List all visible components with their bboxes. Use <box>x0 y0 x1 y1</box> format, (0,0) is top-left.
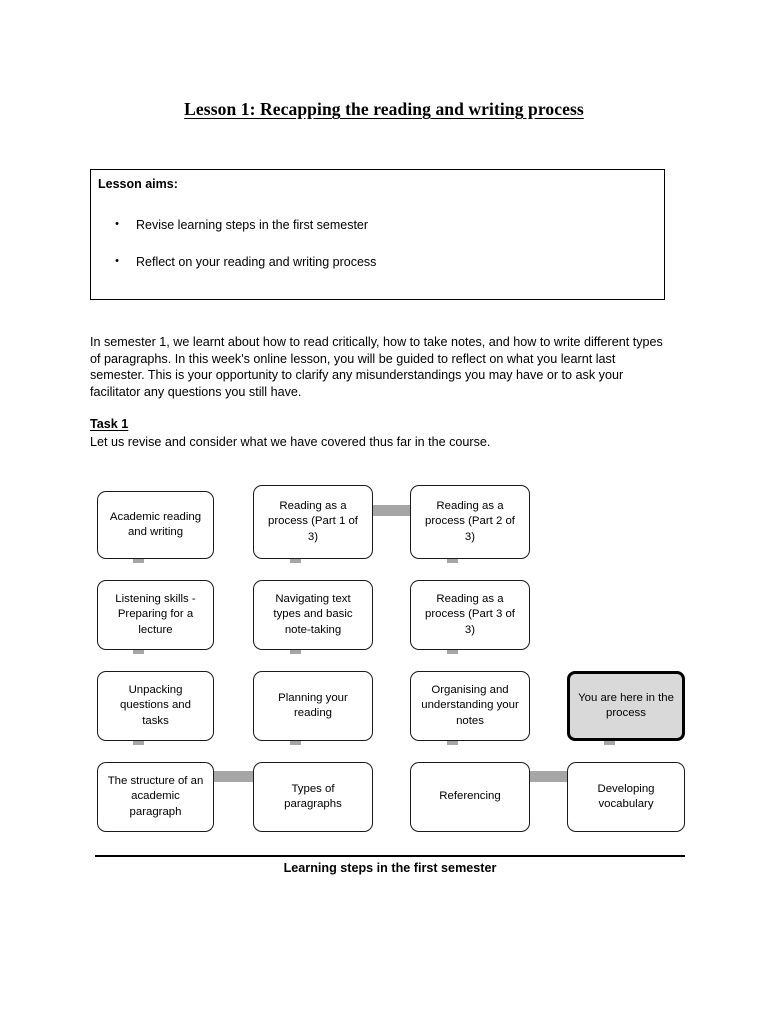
flow-box-label: Reading as a process (Part 2 of 3) <box>425 500 515 543</box>
lesson-aims-list: • Revise learning steps in the first sem… <box>98 218 638 291</box>
flow-box-label: Reading as a process (Part 1 of 3) <box>268 500 358 543</box>
flow-box-reading-process-part-3[interactable]: Reading as a process (Part 3 of 3) <box>410 580 530 650</box>
flow-box-structure-of-paragraph[interactable]: The structure of an academic paragraph <box>97 762 214 832</box>
flow-box-label: Organising and understanding your notes <box>421 684 519 727</box>
flow-box-label: Listening skills - Preparing for a lectu… <box>115 593 196 636</box>
flow-box-label: You are here in the process <box>578 691 674 719</box>
flow-box-reading-process-part-1[interactable]: Reading as a process (Part 1 of 3) <box>253 485 373 559</box>
bullet-icon: • <box>115 218 119 230</box>
caption-divider <box>95 855 685 857</box>
flow-box-label: Navigating text types and basic note-tak… <box>273 593 353 636</box>
list-item: • Revise learning steps in the first sem… <box>98 218 638 234</box>
flow-box-academic-reading-and-writing[interactable]: Academic reading and writing <box>97 491 214 559</box>
flow-box-label: Reading as a process (Part 3 of 3) <box>425 593 515 636</box>
flow-box-developing-vocabulary[interactable]: Developing vocabulary <box>567 762 685 832</box>
connector-horizontal <box>524 771 569 782</box>
task-heading: Task 1 <box>90 417 129 431</box>
flow-box-label: Academic reading and writing <box>109 510 202 538</box>
flow-box-organising-notes[interactable]: Organising and understanding your notes <box>410 671 530 741</box>
lesson-aim-text: Reflect on your reading and writing proc… <box>136 254 377 269</box>
intro-paragraph: In semester 1, we learnt about how to re… <box>90 335 663 400</box>
flow-box-reading-process-part-2[interactable]: Reading as a process (Part 2 of 3) <box>410 485 530 559</box>
bullet-icon: • <box>115 254 119 267</box>
flow-box-referencing[interactable]: Referencing <box>410 762 530 832</box>
flow-box-label: Types of paragraphs <box>284 782 342 810</box>
flow-box-types-of-paragraphs[interactable]: Types of paragraphs <box>253 762 373 832</box>
flow-box-planning-your-reading[interactable]: Planning your reading <box>253 671 373 741</box>
flow-box-label: Planning your reading <box>278 691 348 719</box>
page-title: Lesson 1: Recapping the reading and writ… <box>184 99 584 119</box>
connector-horizontal <box>367 505 412 516</box>
lesson-aim-text: Revise learning steps in the first semes… <box>136 218 369 232</box>
flow-box-label: Developing vocabulary <box>597 782 655 810</box>
connector-horizontal <box>210 771 255 782</box>
flow-box-unpacking-questions[interactable]: Unpacking questions and tasks <box>97 671 214 741</box>
flow-box-label: Referencing <box>439 790 501 803</box>
lesson-aims-heading: Lesson aims: <box>98 177 178 191</box>
task-description: Let us revise and consider what we have … <box>90 435 491 449</box>
flow-box-listening-skills[interactable]: Listening skills - Preparing for a lectu… <box>97 580 214 650</box>
diagram-caption: Learning steps in the first semester <box>283 861 497 875</box>
flow-box-you-are-here[interactable]: You are here in the process <box>567 671 685 741</box>
lesson-aims-box: Lesson aims: • Revise learning steps in … <box>90 169 665 300</box>
list-item: • Reflect on your reading and writing pr… <box>98 255 638 271</box>
learning-steps-flowchart: Academic reading and writing Reading as … <box>90 480 690 850</box>
flow-box-navigating-text-types[interactable]: Navigating text types and basic note-tak… <box>253 580 373 650</box>
flow-box-label: Unpacking questions and tasks <box>120 684 191 727</box>
flow-box-label: The structure of an academic paragraph <box>107 775 204 818</box>
